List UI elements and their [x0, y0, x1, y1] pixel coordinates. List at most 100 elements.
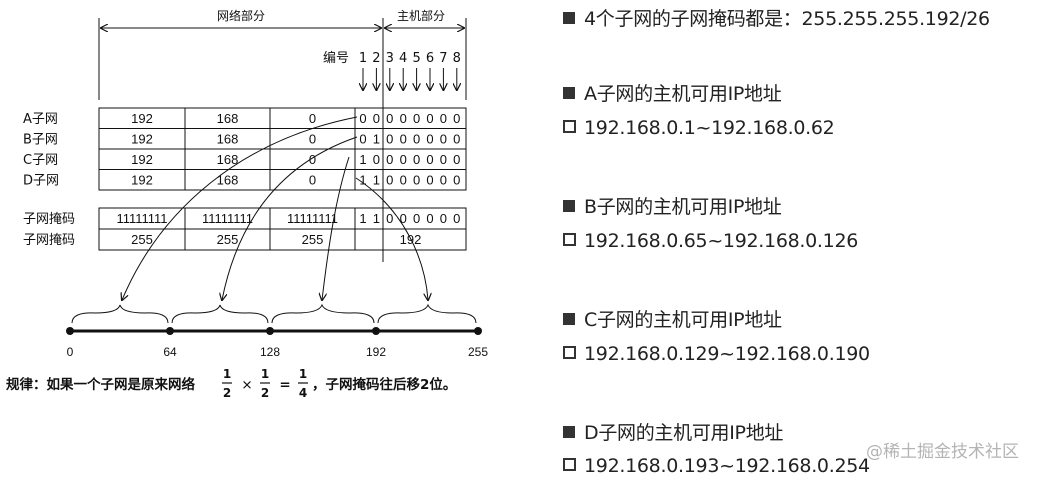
equals-sign: = [279, 377, 290, 393]
bit-value: 0 [440, 173, 447, 188]
tick-label: 128 [260, 345, 280, 359]
bit-value: 0 [373, 152, 380, 167]
mask-bit: 1 [373, 211, 380, 226]
subnet-c-heading-row: C子网的主机可用IP地址 [563, 305, 782, 332]
mask-bit: 0 [413, 211, 420, 226]
bit-value: 0 [386, 173, 393, 188]
bit-value: 0 [413, 173, 420, 188]
bit-number: 6 [426, 51, 434, 66]
tick-dot [474, 327, 482, 335]
bit-value: 0 [373, 111, 380, 126]
bit-value: 0 [413, 152, 420, 167]
mask-octet: 11111111 [202, 211, 253, 226]
bit-value: 0 [426, 132, 433, 147]
octet-value: 192 [131, 132, 153, 147]
watermark: @稀土掘金技术社区 [866, 442, 1019, 462]
mask-octet: 255 [131, 232, 153, 247]
frac2-den: 2 [261, 386, 269, 400]
octet-value: 0 [309, 173, 316, 188]
frac3-num: 1 [299, 367, 307, 381]
subnet-a-range: 192.168.0.1~192.168.0.62 [584, 117, 835, 139]
bit-value: 1 [359, 173, 366, 188]
bit-value: 0 [426, 173, 433, 188]
tick-dot [266, 327, 274, 335]
octet-value: 168 [217, 111, 239, 126]
bit-number: 3 [386, 51, 394, 66]
frac1-den: 2 [223, 386, 231, 400]
mask-bit: 0 [453, 211, 460, 226]
mask-bit: 1 [359, 211, 366, 226]
tick-label: 192 [366, 345, 386, 359]
bit-value: 0 [453, 132, 460, 147]
bit-number: 2 [372, 51, 380, 66]
bit-value: 1 [359, 152, 366, 167]
bit-value: 0 [440, 111, 447, 126]
bit-number: 5 [412, 51, 420, 66]
bit-number: 1 [359, 51, 367, 66]
subnet-row-label: B子网 [23, 133, 58, 148]
bit-value: 0 [359, 132, 366, 147]
mask-bit: 0 [440, 211, 447, 226]
frac2-num: 1 [261, 367, 269, 381]
octet-value: 192 [131, 111, 153, 126]
bit-value: 1 [373, 173, 380, 188]
subnet-d-heading-row: D子网的主机可用IP地址 [563, 418, 783, 445]
subnet-c-range-row: 192.168.0.129~192.168.0.190 [563, 343, 870, 365]
mask-row-label: 子网掩码 [23, 233, 75, 248]
bit-value: 0 [386, 111, 393, 126]
frac1-num: 1 [223, 367, 231, 381]
mask-octet: 192 [400, 232, 422, 247]
number-label: 编号 [323, 51, 349, 66]
mask-row: 子网掩码 255 255 255 192 [23, 228, 467, 251]
subnet-c-range: 192.168.0.129~192.168.0.190 [584, 343, 870, 365]
octet-value: 168 [217, 173, 239, 188]
bit-value: 0 [400, 111, 407, 126]
subnet-a-range-row: 192.168.0.1~192.168.0.62 [563, 117, 835, 139]
subnet-info-panel: 4个子网的子网掩码都是：255.255.255.192/26 A子网的主机可用I… [563, 0, 1037, 477]
octet-value: 0 [309, 111, 316, 126]
octet-value: 192 [131, 152, 153, 167]
subnet-row-label: D子网 [23, 174, 59, 189]
mask-bit: 0 [386, 211, 393, 226]
tick-dot [372, 327, 380, 335]
filled-square-bullet-icon [563, 87, 575, 99]
tick-dot [66, 327, 74, 335]
mask-octet: 255 [302, 232, 324, 247]
frac3-den: 4 [299, 386, 307, 400]
network-part-span [98, 18, 467, 262]
open-square-bullet-icon [563, 120, 576, 133]
network-part-label: 网络部分 [217, 8, 265, 23]
octet-value: 0 [309, 152, 316, 167]
subnet-d-range-row: 192.168.0.193~192.168.0.254 [563, 455, 870, 477]
bit-number: 7 [439, 51, 447, 66]
bit-value: 0 [440, 132, 447, 147]
mask-octet: 11111111 [287, 211, 338, 226]
subnet-b-heading-row: B子网的主机可用IP地址 [563, 192, 782, 219]
mask-octet: 255 [217, 232, 239, 247]
bit-value: 0 [440, 152, 447, 167]
bit-arrows [363, 68, 457, 90]
open-square-bullet-icon [563, 346, 576, 359]
rule-suffix: ，子网掩码往后移2位。 [312, 376, 456, 393]
bit-value: 0 [426, 111, 433, 126]
subnet-c-heading: C子网的主机可用IP地址 [584, 309, 782, 331]
mask-bit: 0 [426, 211, 433, 226]
tick-label: 0 [67, 345, 74, 359]
bit-value: 0 [426, 152, 433, 167]
mask-bit: 0 [400, 211, 407, 226]
bit-value: 0 [400, 152, 407, 167]
bit-value: 0 [453, 152, 460, 167]
subnet-d-heading: D子网的主机可用IP地址 [584, 422, 784, 444]
octet-value: 192 [131, 173, 153, 188]
subnet-a-heading-row: A子网的主机可用IP地址 [563, 79, 782, 106]
bit-value: 0 [359, 111, 366, 126]
filled-square-bullet-icon [563, 313, 575, 325]
bit-value: 0 [386, 132, 393, 147]
